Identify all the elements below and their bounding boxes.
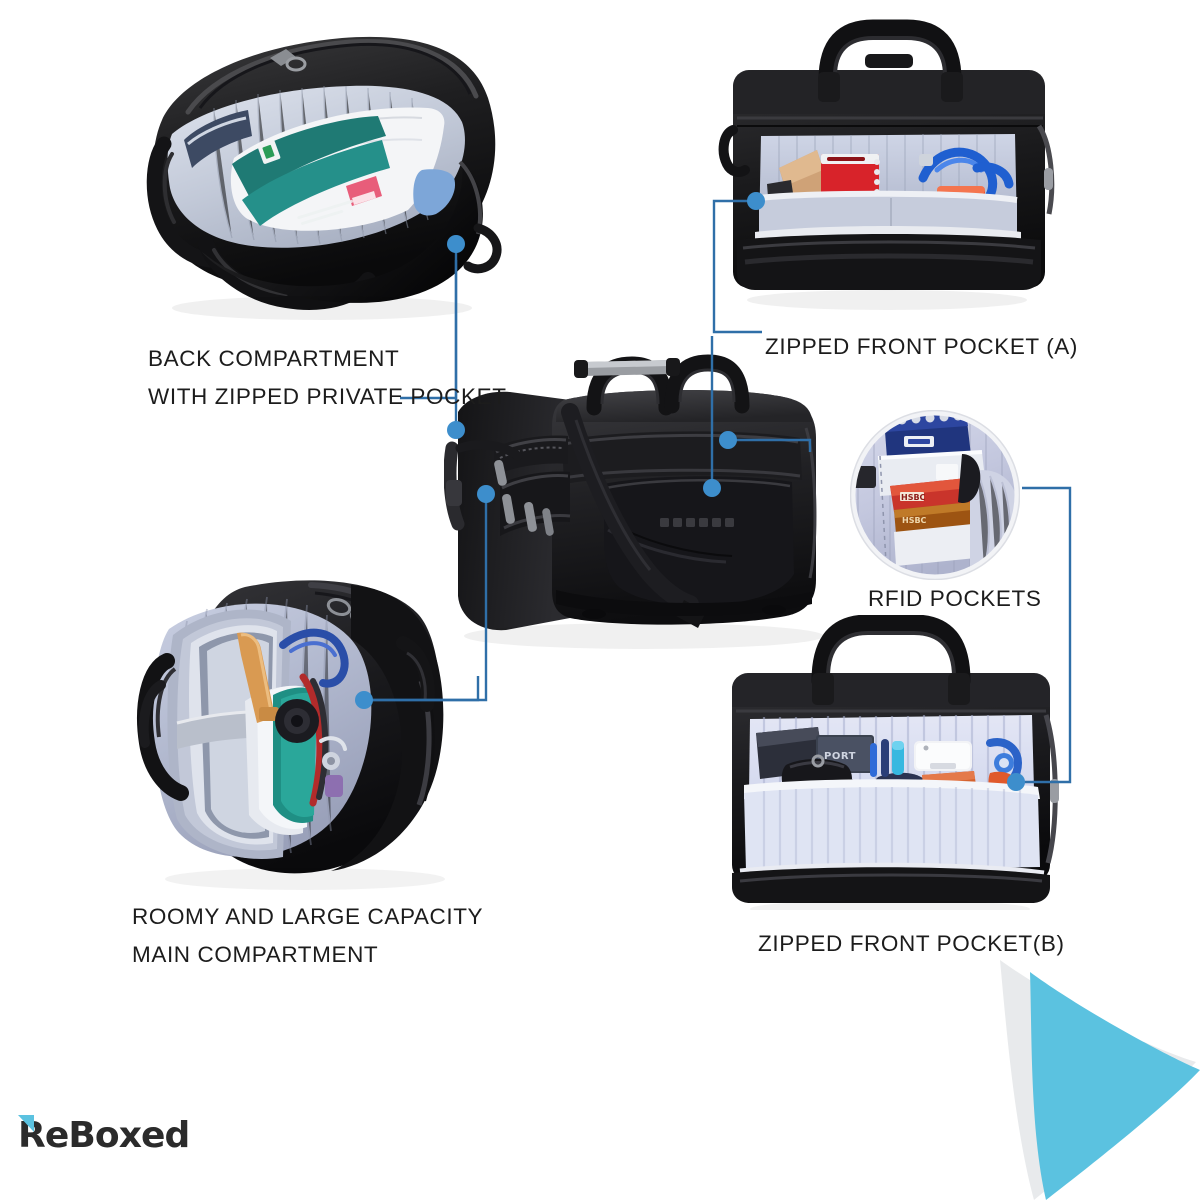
svg-text:PORT: PORT [824, 751, 856, 762]
callout-roomy-main-compartment: ROOMY AND LARGE CAPACITY MAIN COMPARTMEN… [132, 898, 483, 974]
brand-logo: ReBoxed [18, 1115, 190, 1156]
callout-zipped-front-pocket-b-line1: ZIPPED FRONT POCKET(B) [758, 931, 1065, 956]
photo-main-bag [444, 352, 844, 667]
photo-rfid-circle: HSBC HSBC [850, 410, 1020, 580]
brand-name: ReBoxed [18, 1115, 190, 1156]
callout-back-compartment-line1: BACK COMPARTMENT [148, 346, 400, 371]
brand-logo-text: ReBoxed [18, 1115, 190, 1156]
callout-rfid-pockets: RFID POCKETS [868, 580, 1041, 618]
svg-text:HSBC: HSBC [901, 493, 926, 502]
photo-back-compartment [110, 12, 510, 332]
photo-front-pocket-b: PORT [718, 615, 1063, 910]
callout-roomy-main-compartment-line1: ROOMY AND LARGE CAPACITY [132, 904, 484, 929]
decorative-sail-shape [1000, 960, 1200, 1200]
callout-roomy-main-compartment-line2: MAIN COMPARTMENT [132, 942, 379, 967]
callout-zipped-front-pocket-a: ZIPPED FRONT POCKET (A) [765, 328, 1078, 366]
callout-rfid-pockets-line1: RFID POCKETS [868, 586, 1042, 611]
callout-back-compartment-line2: WITH ZIPPED PRIVATE POCKET [148, 384, 507, 409]
callout-zipped-front-pocket-b: ZIPPED FRONT POCKET(B) [758, 925, 1065, 963]
callout-zipped-front-pocket-a-line1: ZIPPED FRONT POCKET (A) [765, 334, 1079, 359]
photo-main-compartment [125, 565, 475, 890]
callout-back-compartment: BACK COMPARTMENT WITH ZIPPED PRIVATE POC… [148, 340, 507, 416]
photo-front-pocket-a [715, 18, 1060, 318]
brand-logo-accent-triangle [18, 1115, 34, 1132]
svg-text:HSBC: HSBC [902, 516, 927, 525]
